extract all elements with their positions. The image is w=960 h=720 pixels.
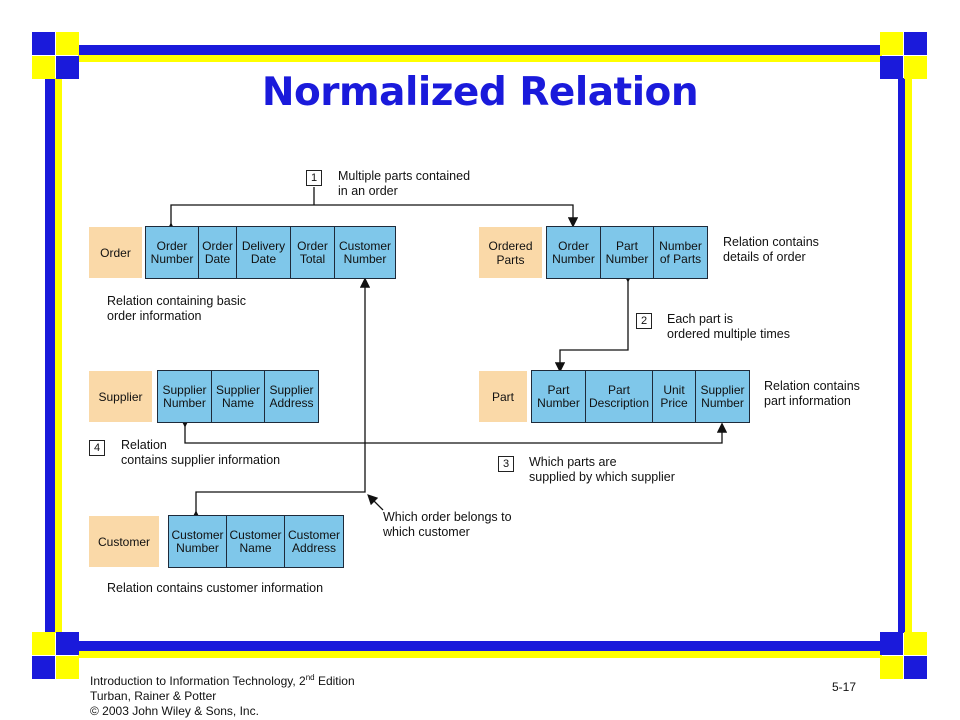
supplier-attribute: Supplier Address <box>269 382 314 410</box>
order-attribute: Order Date <box>199 227 237 278</box>
order-attribute: Order Total <box>291 227 335 278</box>
annotation-number-2: 2 <box>636 313 652 329</box>
annotation-number-3: 3 <box>498 456 514 472</box>
slide-title: Normalized Relation <box>261 70 699 115</box>
part-attribute: Supplier Number <box>700 382 745 410</box>
footer-citation: Introduction to Information Technology, … <box>90 673 355 718</box>
customer-attribute: Customer Number <box>169 516 227 567</box>
part-relation-label: Part <box>479 371 527 422</box>
ordered-parts-attribute: Number of Parts <box>659 238 702 266</box>
order-attribute: Order Number <box>146 227 199 278</box>
supplier-attribute: Supplier Number <box>158 371 212 422</box>
annotation-3: Which parts are supplied by which suppli… <box>529 455 675 484</box>
customer-relation: Customer Number Customer Name Customer A… <box>168 515 344 568</box>
supplier-attribute: Supplier Name <box>212 371 265 422</box>
annotation-4: Relation contains supplier information <box>121 438 281 467</box>
order-relation-label: Order <box>89 227 142 278</box>
customer-attribute: Customer Address <box>287 527 340 555</box>
customer-relation-label: Customer <box>89 516 159 567</box>
ordered-parts-description: Relation contains details of order <box>723 235 819 264</box>
ordered-parts-relation: Order Number Part Number Number of Parts <box>546 226 708 279</box>
annotation-number-1: 1 <box>306 170 322 186</box>
customer-attribute: Customer Name <box>227 516 285 567</box>
ordered-parts-attribute: Order Number <box>547 227 601 278</box>
part-attribute: Part Description <box>586 371 653 422</box>
annotation-2: Each part is ordered multiple times <box>667 312 790 341</box>
order-attribute: Delivery Date <box>237 227 291 278</box>
order-relation: Order Number Order Date Delivery Date Or… <box>145 226 396 279</box>
annotation-1: Multiple parts contained in an order <box>338 169 471 198</box>
order-attribute: Customer Number <box>338 238 391 266</box>
part-relation: Part Number Part Description Unit Price … <box>531 370 750 423</box>
supplier-relation-label: Supplier <box>89 371 152 422</box>
order-description: Relation containing basic order informat… <box>107 294 246 323</box>
part-attribute: Part Number <box>532 371 586 422</box>
part-attribute: Unit Price <box>653 371 696 422</box>
page-number: 5-17 <box>832 680 857 694</box>
annotation-number-4: 4 <box>89 440 105 456</box>
supplier-relation: Supplier Number Supplier Name Supplier A… <box>157 370 319 423</box>
part-description: Relation contains part information <box>764 379 860 408</box>
ordered-parts-relation-label: Ordered Parts <box>479 227 542 278</box>
annotation-which-order: Which order belongs to which customer <box>383 510 512 539</box>
ordered-parts-attribute: Part Number <box>601 227 654 278</box>
customer-description: Relation contains customer information <box>107 581 324 595</box>
